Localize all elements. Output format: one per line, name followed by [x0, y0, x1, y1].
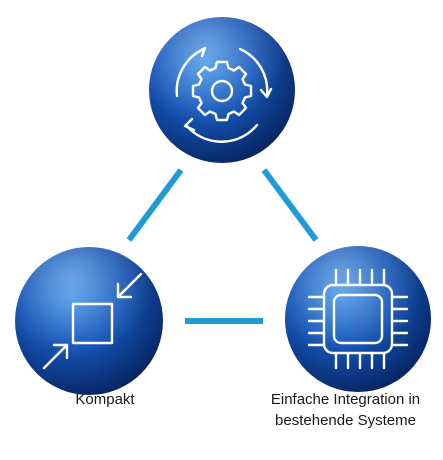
connector-top-left — [126, 168, 184, 242]
node-top — [149, 17, 295, 163]
node-left — [15, 247, 163, 395]
connector-top-right — [261, 168, 319, 242]
label-integration: Einfache Integration in bestehende Syste… — [253, 389, 438, 431]
label-kompakt: Kompakt — [35, 389, 175, 410]
label-integration-line1: Einfache Integration in — [270, 391, 421, 408]
node-right — [285, 246, 431, 392]
gear-cycle-icon — [175, 46, 273, 143]
label-integration-line2: bestehende Systeme — [275, 412, 416, 429]
chip-icon — [307, 268, 409, 370]
label-kompakt-text: Kompakt — [75, 391, 135, 408]
compress-arrows-icon — [42, 272, 143, 370]
